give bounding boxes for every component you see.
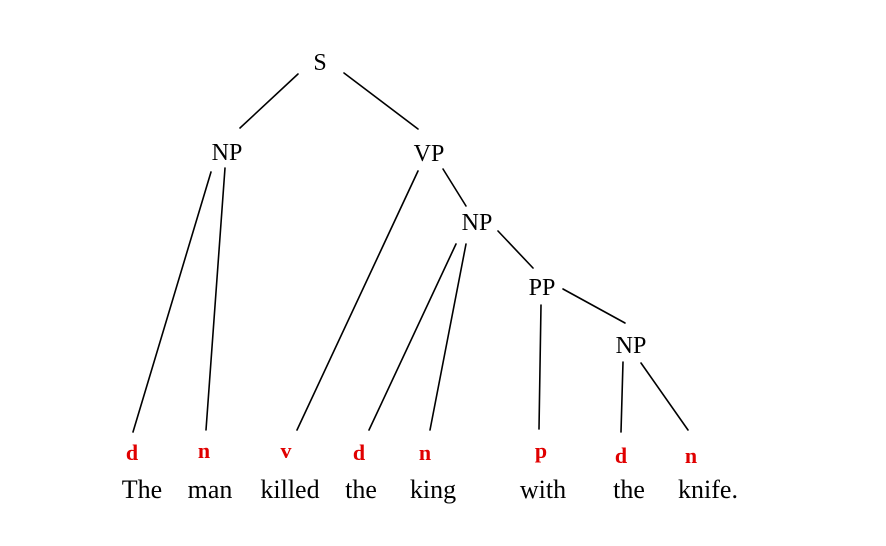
- tree-edges: [132, 72, 689, 433]
- pos-tag: v: [281, 438, 292, 463]
- pos-tag: d: [353, 440, 365, 465]
- word: knife.: [678, 475, 738, 504]
- edge-np-pp-leaf-7: [640, 362, 689, 431]
- word: the: [345, 475, 377, 504]
- edge-s-np-subj: [239, 73, 299, 129]
- word: with: [520, 475, 566, 504]
- word: king: [410, 475, 456, 504]
- pos-tag: p: [535, 438, 547, 463]
- word: The: [122, 475, 162, 504]
- node-vp: VP: [414, 141, 445, 167]
- node-s: S: [313, 50, 326, 76]
- edge-pp-leaf-5: [538, 304, 542, 430]
- pos-tag: d: [126, 440, 138, 465]
- node-np-subject: NP: [212, 140, 243, 166]
- word: killed: [260, 475, 319, 504]
- node-np-pp: NP: [616, 333, 647, 359]
- word: the: [613, 475, 645, 504]
- pos-tag: n: [198, 438, 210, 463]
- pos-tag: n: [685, 443, 697, 468]
- edge-np-pp-leaf-6: [620, 361, 624, 433]
- edge-np-obj-pp: [497, 230, 534, 269]
- edge-vp-leaf-2: [296, 170, 419, 431]
- node-np-object: NP: [462, 210, 493, 236]
- edge-np-obj-leaf-3: [368, 243, 457, 431]
- edge-np-subj-leaf-1: [205, 167, 226, 431]
- word: man: [188, 475, 233, 504]
- phrase-nodes: S NP VP NP PP NP: [212, 50, 647, 359]
- pos-tag: n: [419, 440, 431, 465]
- edge-vp-np-obj: [442, 168, 467, 207]
- edge-s-vp: [343, 72, 419, 130]
- edge-np-obj-leaf-4: [429, 243, 467, 431]
- edge-np-subj-leaf-0: [132, 171, 212, 433]
- pos-tags: d n v d n p d n: [126, 438, 697, 468]
- edge-pp-np-pp: [562, 288, 626, 324]
- node-pp: PP: [529, 275, 556, 301]
- pos-tag: d: [615, 443, 627, 468]
- sentence-words: The man killed the king with the knife.: [122, 475, 738, 504]
